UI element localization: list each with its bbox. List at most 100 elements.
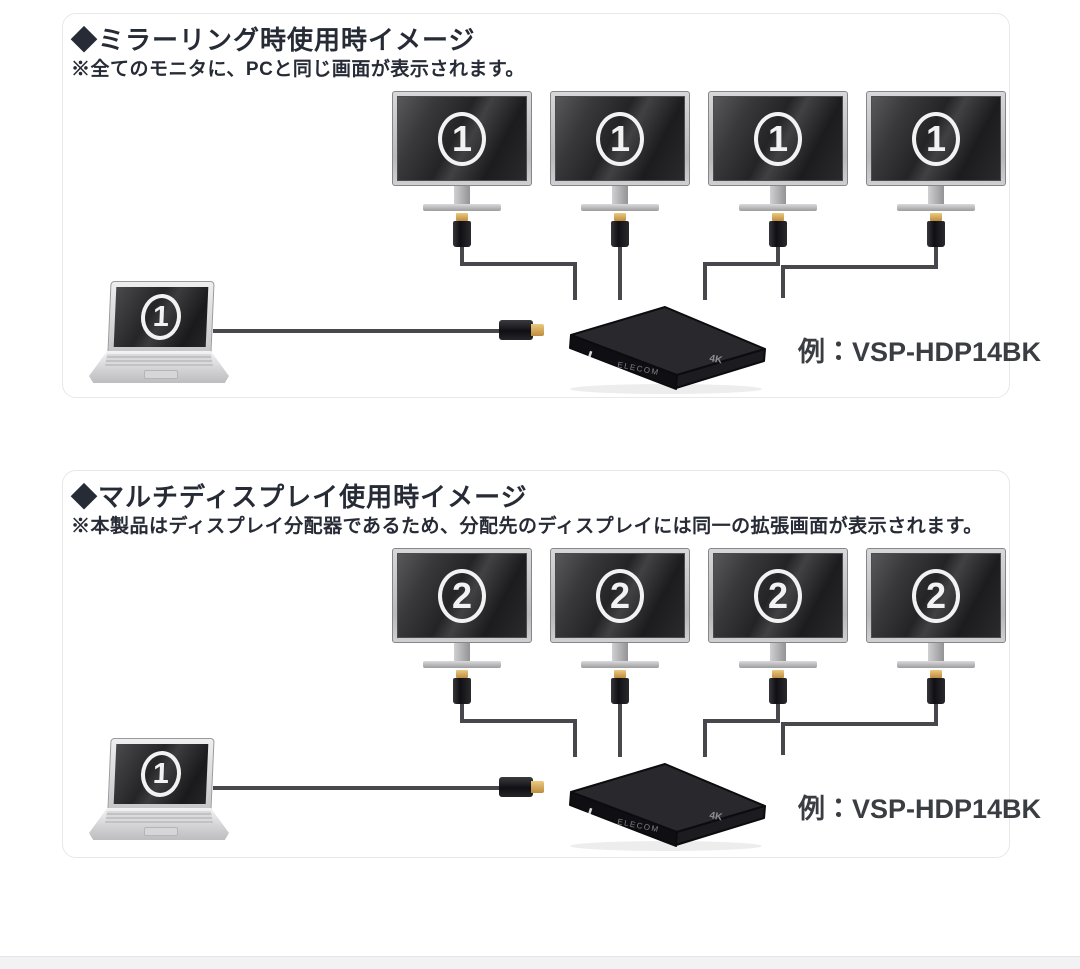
screen-number-badge: 2 (596, 568, 644, 623)
laptop: 1 (89, 281, 229, 383)
hdmi-plug-tip (456, 670, 468, 678)
cable-segment (460, 243, 464, 266)
screen-number: 1 (925, 117, 947, 159)
cable-segment (781, 265, 938, 269)
monitor-frame: 2 (708, 548, 848, 643)
hdmi-connector-icon (499, 777, 533, 797)
laptop-base (89, 808, 229, 840)
monitor-stand-base (739, 661, 817, 668)
laptop-screen: 1 (107, 281, 215, 353)
monitor-frame: 1 (866, 91, 1006, 186)
screen-number-badge: 2 (754, 568, 802, 623)
screen-number-badge: 1 (438, 111, 486, 166)
monitor: 1 (699, 91, 857, 249)
4k-badge-label: 4K (708, 810, 723, 823)
monitor-stand-neck (454, 643, 470, 661)
screen-number: 1 (609, 117, 631, 159)
monitor: 2 (699, 548, 857, 706)
monitor-frame: 1 (708, 91, 848, 186)
hdmi-connector-tip (531, 324, 544, 336)
screen-number-badge: 1 (596, 111, 644, 166)
splitter-shadow (570, 841, 762, 851)
hdmi-plug-tip (456, 213, 468, 221)
splitter-right-face (675, 805, 766, 846)
panel-note: ※本製品はディスプレイ分配器であるため、分配先のディスプレイには同一の拡張画面が… (71, 516, 983, 537)
monitor-stand-base (423, 661, 501, 668)
monitor-screen: 2 (555, 553, 685, 638)
hdmi-plug-tip (614, 213, 626, 221)
splitter-device: ELECOM 4K (569, 306, 766, 394)
monitor-stand-neck (454, 186, 470, 204)
laptop-screen: 1 (107, 738, 215, 810)
cable-segment (460, 262, 577, 266)
monitor: 1 (383, 91, 541, 249)
power-led-icon (588, 807, 593, 815)
hdmi-plug-tip (614, 670, 626, 678)
cable-segment (703, 719, 780, 723)
monitor-frame: 2 (550, 548, 690, 643)
screen-number: 2 (451, 574, 473, 616)
cable-segment (776, 243, 780, 266)
monitor: 2 (383, 548, 541, 706)
usage-panel-multi-display: ◆マルチディスプレイ使用時イメージ ※本製品はディスプレイ分配器であるため、分配… (62, 470, 1041, 858)
cable-segment (781, 722, 938, 726)
screen-number-badge: 2 (912, 568, 960, 623)
monitor-screen: 1 (397, 96, 527, 181)
monitor-stand-neck (928, 643, 944, 661)
hdmi-plug-icon (769, 678, 787, 704)
hdmi-plug-icon (769, 221, 787, 247)
cable-segment (573, 262, 577, 300)
cable-segment (460, 700, 464, 723)
cable-segment (618, 243, 622, 300)
cable-segment (703, 262, 707, 300)
monitor-stand-neck (612, 186, 628, 204)
screen-number-badge: 1 (139, 751, 183, 797)
monitor-screen: 1 (871, 96, 1001, 181)
panel-title: ◆ミラーリング時使用時イメージ (71, 25, 476, 55)
cable-segment (213, 786, 503, 790)
screen-number: 2 (609, 574, 631, 616)
cable-segment (618, 700, 622, 757)
laptop-trackpad (144, 370, 178, 379)
cable-segment (776, 700, 780, 723)
hdmi-plug-tip (930, 213, 942, 221)
power-led-icon (588, 350, 593, 358)
cable-segment (703, 262, 780, 266)
laptop: 1 (89, 738, 229, 840)
laptop-trackpad (144, 827, 178, 836)
screen-number-badge: 1 (754, 111, 802, 166)
cable-segment (213, 329, 503, 333)
monitor-stand-neck (928, 186, 944, 204)
example-model-label: 例：VSP-HDP14BK (798, 794, 1042, 824)
screen-number: 2 (767, 574, 789, 616)
hdmi-plug-icon (611, 678, 629, 704)
screen-number: 1 (152, 300, 170, 333)
splitter-right-face (675, 348, 766, 389)
screen-number: 1 (152, 757, 170, 790)
hdmi-plug-tip (772, 670, 784, 678)
monitor-stand-base (423, 204, 501, 211)
monitor-frame: 2 (392, 548, 532, 643)
monitor-stand-base (739, 204, 817, 211)
hdmi-connector-tip (531, 781, 544, 793)
screen-number-badge: 2 (438, 568, 486, 623)
hdmi-plug-icon (611, 221, 629, 247)
laptop-display: 1 (113, 744, 209, 804)
hdmi-plug-icon (453, 678, 471, 704)
cable-segment (934, 243, 938, 269)
monitor-stand-base (581, 661, 659, 668)
screen-number: 2 (925, 574, 947, 616)
screen-number-badge: 1 (912, 111, 960, 166)
monitor-screen: 1 (555, 96, 685, 181)
laptop-keyboard (105, 354, 213, 366)
monitor: 2 (541, 548, 699, 706)
hdmi-plug-icon (927, 221, 945, 247)
panel-title: ◆マルチディスプレイ使用時イメージ (71, 482, 528, 512)
panel-note: ※全てのモニタに、PCと同じ画面が表示されます。 (71, 59, 525, 80)
hdmi-plug-icon (453, 221, 471, 247)
laptop-display: 1 (113, 287, 209, 347)
screen-number-badge: 1 (139, 294, 183, 340)
cable-segment (934, 700, 938, 726)
splitter-device: ELECOM 4K (569, 763, 766, 851)
screen-number: 1 (767, 117, 789, 159)
